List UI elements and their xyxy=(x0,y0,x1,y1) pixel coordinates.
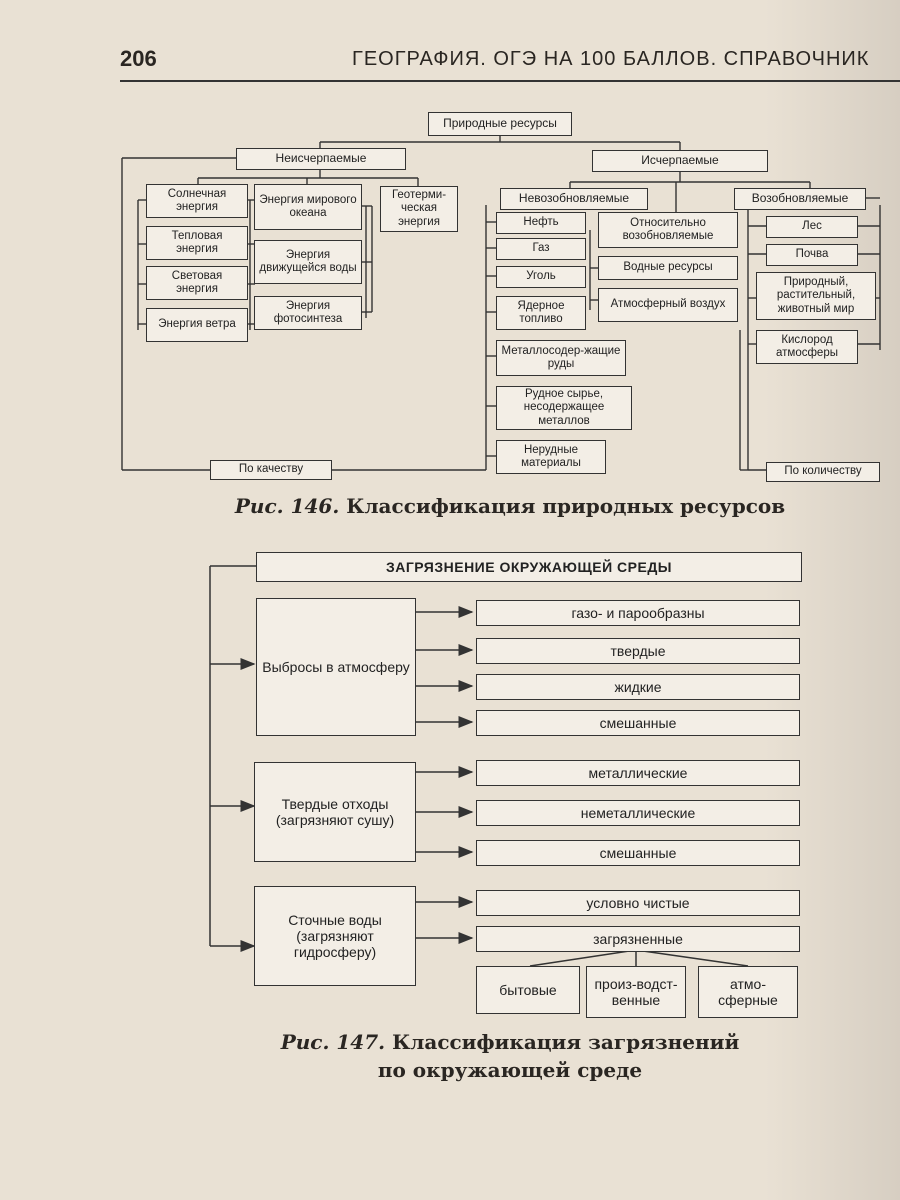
photosynthesis-energy-box: Энергия фотосинтеза xyxy=(254,296,362,330)
atmospheric-oxygen-box: Кислород атмосферы xyxy=(756,330,858,364)
branch-renewable: Возобновляемые xyxy=(734,188,866,210)
branch-nonrenewable: Невозобновляемые xyxy=(500,188,648,210)
figure-146-number: Рис. 146. xyxy=(234,494,340,518)
figure-146-caption: Рис. 146. Классификация природных ресурс… xyxy=(160,494,860,518)
by-quantity-box: По количеству xyxy=(766,462,880,482)
atmosphere-emissions-box: Выбросы в атмосферу xyxy=(256,598,416,736)
gas-vapor-box: газо- и парообразны xyxy=(476,600,800,626)
light-energy-box: Световая энергия xyxy=(146,266,248,300)
water-resources-box: Водные ресурсы xyxy=(598,256,738,280)
thermal-energy-box: Тепловая энергия xyxy=(146,226,248,260)
branch-relatively-renewable: Относительно возобновляемые xyxy=(598,212,738,248)
by-quality-box: По качеству xyxy=(210,460,332,480)
root-natural-resources: Природные ресурсы xyxy=(428,112,572,136)
metal-waste-box: металлические xyxy=(476,760,800,786)
figure-147-number: Рис. 147. xyxy=(280,1030,386,1054)
figure-147-caption: Рис. 147. Классификация загрязнений по о… xyxy=(160,1030,860,1082)
nonore-materials-box: Нерудные материалы xyxy=(496,440,606,474)
nonmetal-waste-box: неметаллические xyxy=(476,800,800,826)
soil-box: Почва xyxy=(766,244,858,266)
branch-inexhaustible: Неисчерпаемые xyxy=(236,148,406,170)
solid-waste-box: Твердые отходы (загрязняют сушу) xyxy=(254,762,416,862)
nuclear-fuel-box: Ядерное топливо xyxy=(496,296,586,330)
ocean-energy-box: Энергия мирового океана xyxy=(254,184,362,230)
moving-water-energy-box: Энергия движущейся воды xyxy=(254,240,362,284)
running-title: ГЕОГРАФИЯ. ОГЭ НА 100 БАЛЛОВ. СПРАВОЧНИК xyxy=(352,48,870,70)
figure-146-title: Классификация природных ресурсов xyxy=(346,494,786,518)
polluted-water-box: загрязненные xyxy=(476,926,800,952)
oil-box: Нефть xyxy=(496,212,586,234)
liquid-emission-box: жидкие xyxy=(476,674,800,700)
forest-box: Лес xyxy=(766,216,858,238)
atmospheric-air-box: Атмосферный воздух xyxy=(598,288,738,322)
gas-box: Газ xyxy=(496,238,586,260)
household-box: бытовые xyxy=(476,966,580,1014)
geothermal-energy-box: Геотерми-ческая энергия xyxy=(380,186,458,232)
atmospheric-water-box: атмо-сферные xyxy=(698,966,798,1018)
coal-box: Уголь xyxy=(496,266,586,288)
mixed-emission-box: смешанные xyxy=(476,710,800,736)
solid-emission-box: твердые xyxy=(476,638,800,664)
flora-fauna-box: Природный, растительный, животный мир xyxy=(756,272,876,320)
pollution-root: ЗАГРЯЗНЕНИЕ ОКРУЖАЮЩЕЙ СРЕДЫ xyxy=(256,552,802,582)
nonmetal-ore-box: Рудное сырье, несодержащее металлов xyxy=(496,386,632,430)
solar-energy-box: Солнечная энергия xyxy=(146,184,248,218)
branch-exhaustible: Исчерпаемые xyxy=(592,150,768,172)
industrial-box: произ-водст-венные xyxy=(586,966,686,1018)
metal-ores-box: Металлосодер-жащие руды xyxy=(496,340,626,376)
wastewater-box: Сточные воды (загрязняют гидросферу) xyxy=(254,886,416,986)
figure-147-title-line1: Классификация загрязнений xyxy=(392,1030,740,1054)
page-header: 206 ГЕОГРАФИЯ. ОГЭ НА 100 БАЛЛОВ. СПРАВО… xyxy=(120,40,900,82)
wind-energy-box: Энергия ветра xyxy=(146,308,248,342)
conditionally-clean-box: условно чистые xyxy=(476,890,800,916)
page-number: 206 xyxy=(120,46,157,71)
figure-147-title-line2: по окружающей среде xyxy=(377,1058,643,1082)
mixed-waste-box: смешанные xyxy=(476,840,800,866)
